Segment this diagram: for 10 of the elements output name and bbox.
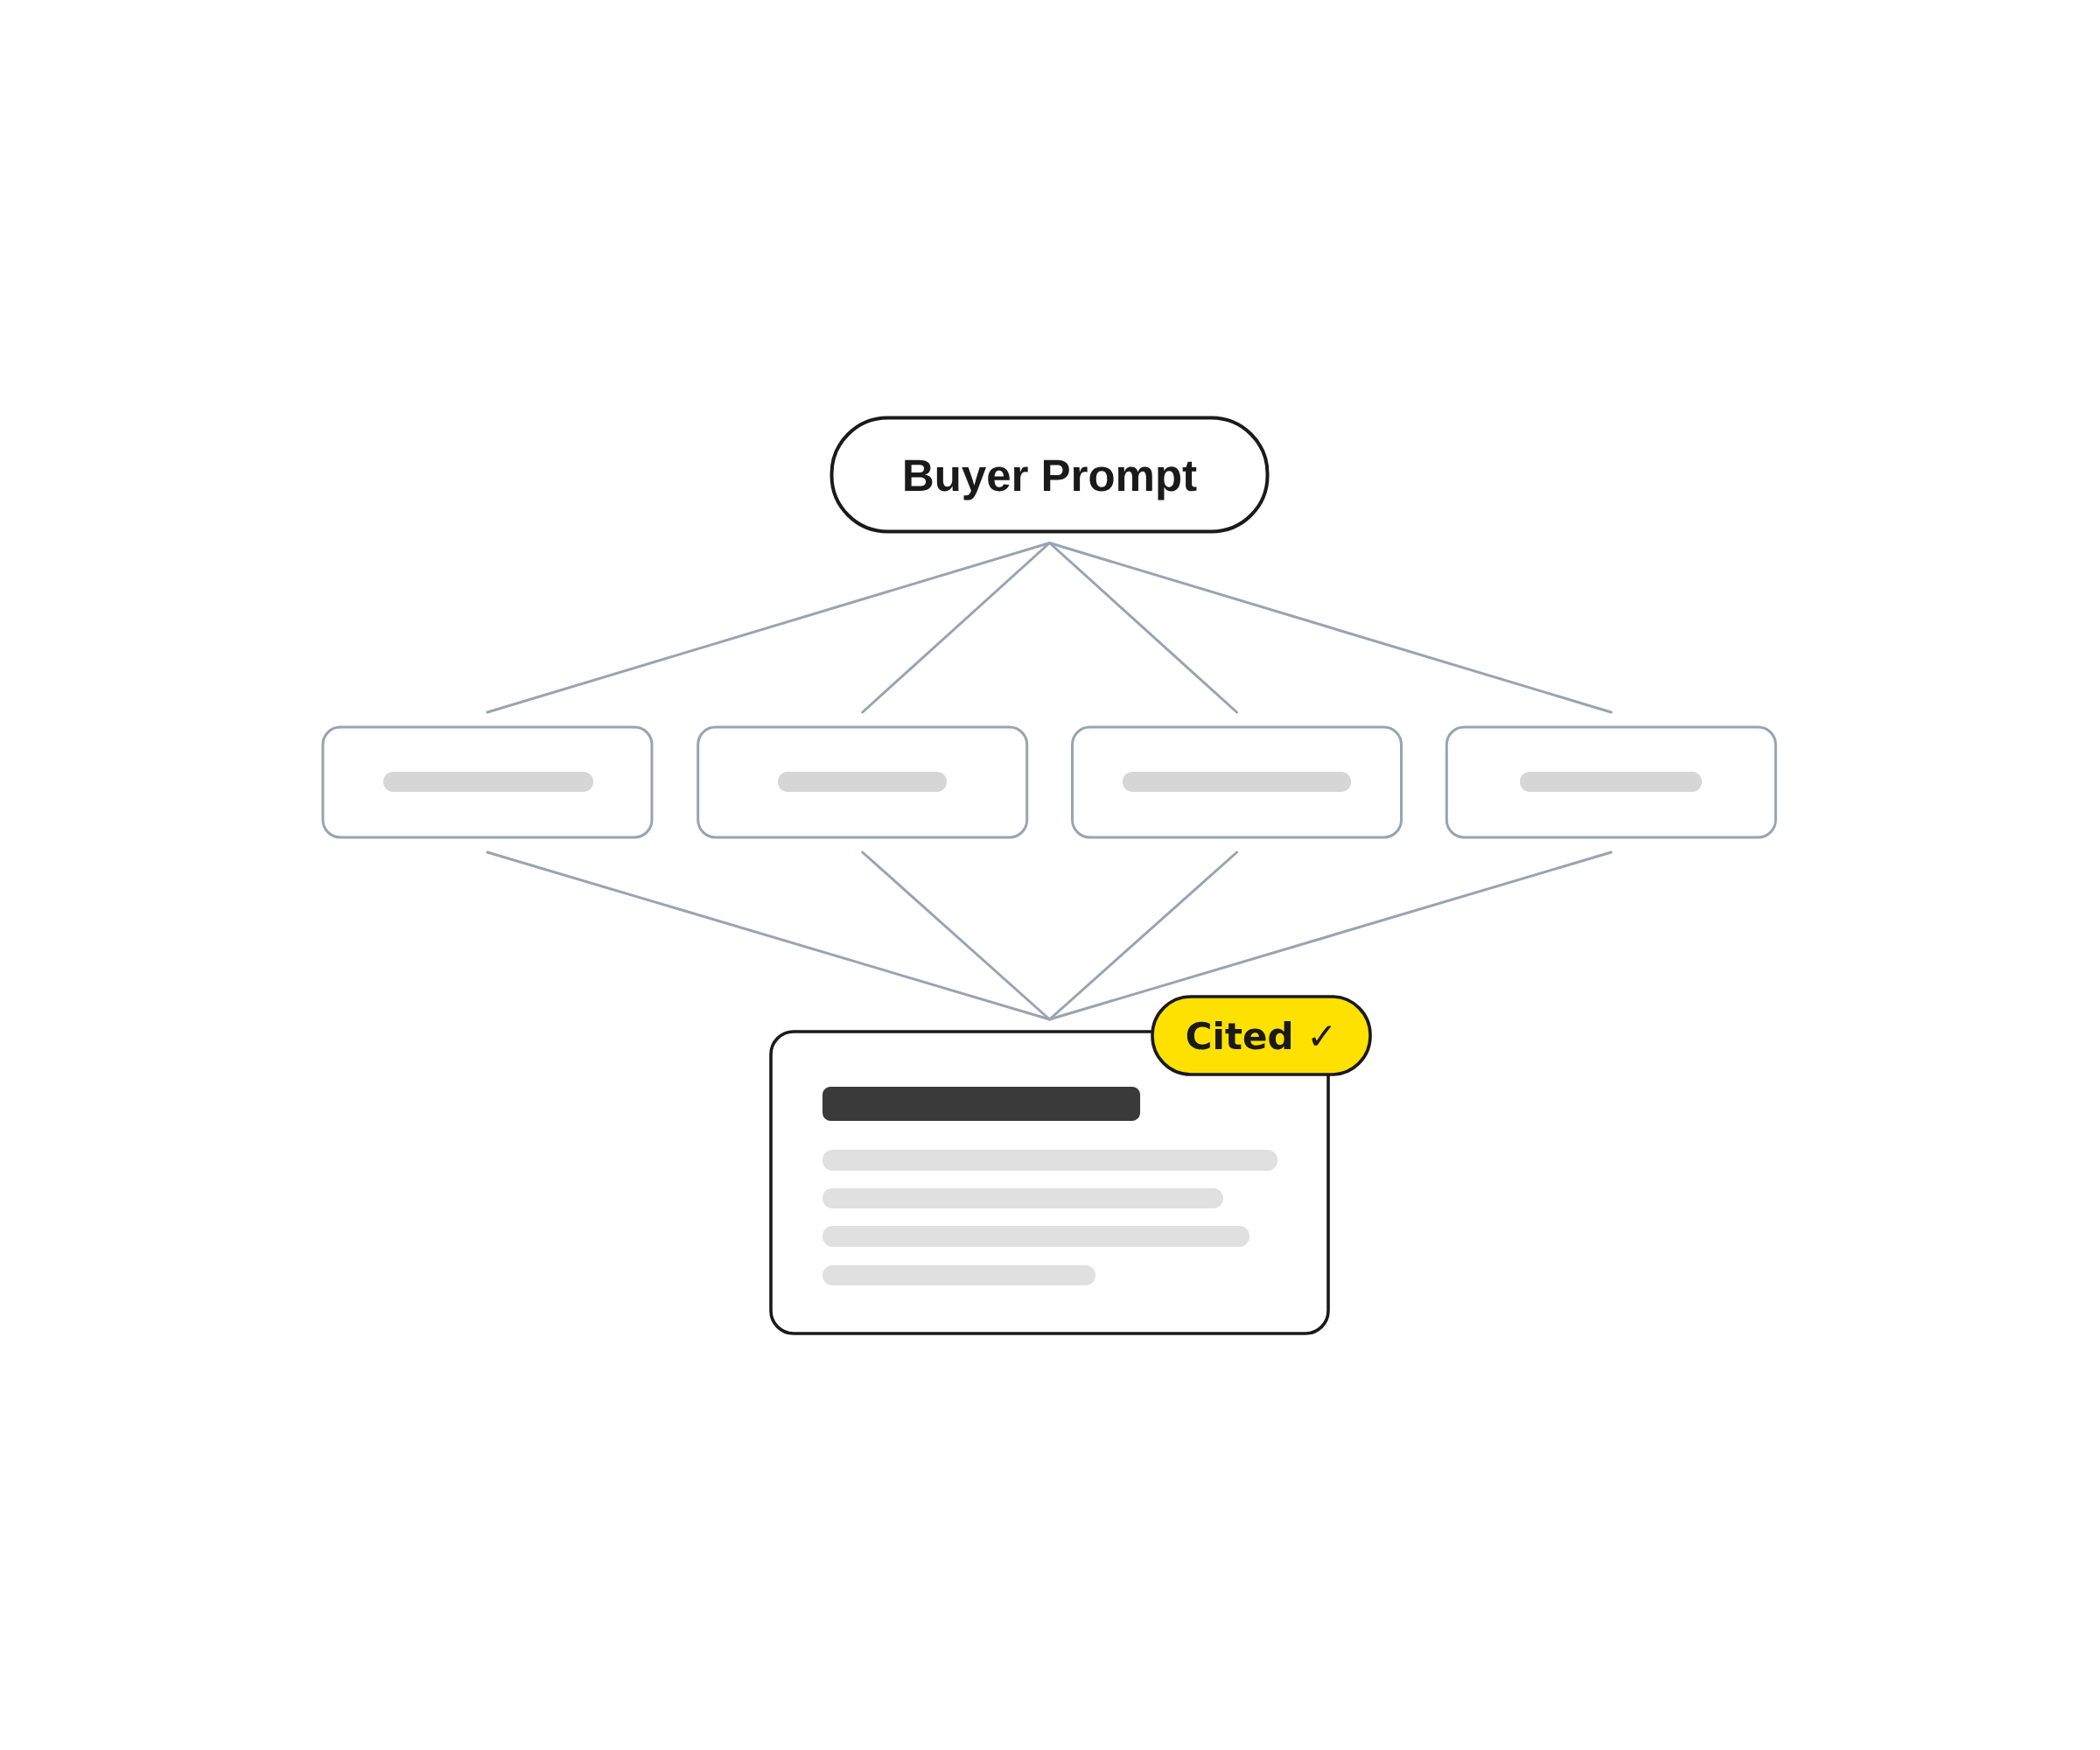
connector-line [1048,850,1613,1021]
rounded-box [1445,725,1777,839]
connector-line [1048,542,1613,714]
badge: Cited ✓ [1151,995,1372,1076]
rounded-box [696,725,1029,839]
connector-line [486,850,1051,1021]
connector-line [1048,542,1238,714]
pill-box: Buyer Prompt [830,416,1270,534]
connector-line [861,850,1051,1021]
connector-line [861,542,1051,714]
